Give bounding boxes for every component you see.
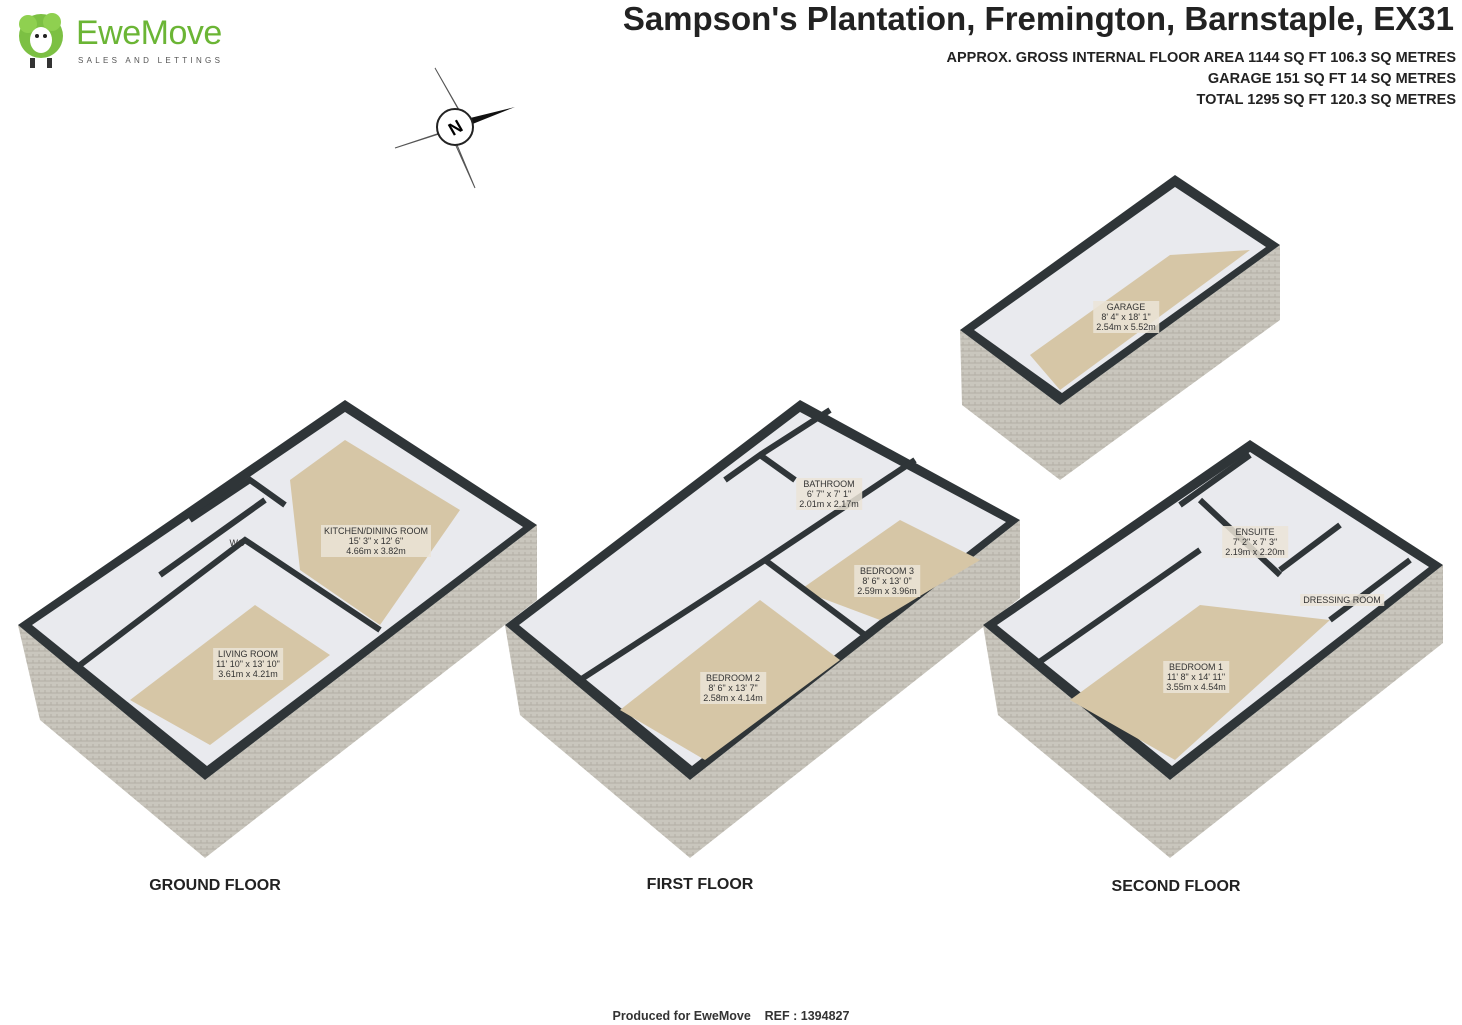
first-floor-label: FIRST FLOOR <box>646 876 754 893</box>
brand-tagline: SALES AND LETTINGS <box>78 56 224 65</box>
area-total: TOTAL 1295 SQ FT 120.3 SQ METRES <box>1196 92 1456 108</box>
garage-plan <box>960 175 1280 480</box>
brand-name: EweMove <box>76 14 222 52</box>
area-garage: GARAGE 151 SQ FT 14 SQ METRES <box>1207 71 1456 87</box>
property-title: Sampson's Plantation, Fremington, Barnst… <box>622 0 1454 37</box>
ground-floor-plan <box>18 400 537 858</box>
second-floor-label: SECOND FLOOR <box>1111 878 1241 895</box>
room-label-dressing-room: DRESSING ROOM <box>1300 594 1384 606</box>
first-floor-plan <box>505 400 1020 858</box>
compass-icon: N <box>394 67 515 189</box>
ground-floor-label: GROUND FLOOR <box>149 877 281 894</box>
sheep-icon <box>19 13 63 68</box>
footer-reference: Produced for EweMove REF : 1394827 <box>612 1009 850 1023</box>
second-floor-plan <box>983 440 1443 858</box>
ewemove-logo <box>8 6 248 72</box>
area-gross: APPROX. GROSS INTERNAL FLOOR AREA 1144 S… <box>946 50 1457 66</box>
room-label-wc: WC <box>229 538 245 548</box>
